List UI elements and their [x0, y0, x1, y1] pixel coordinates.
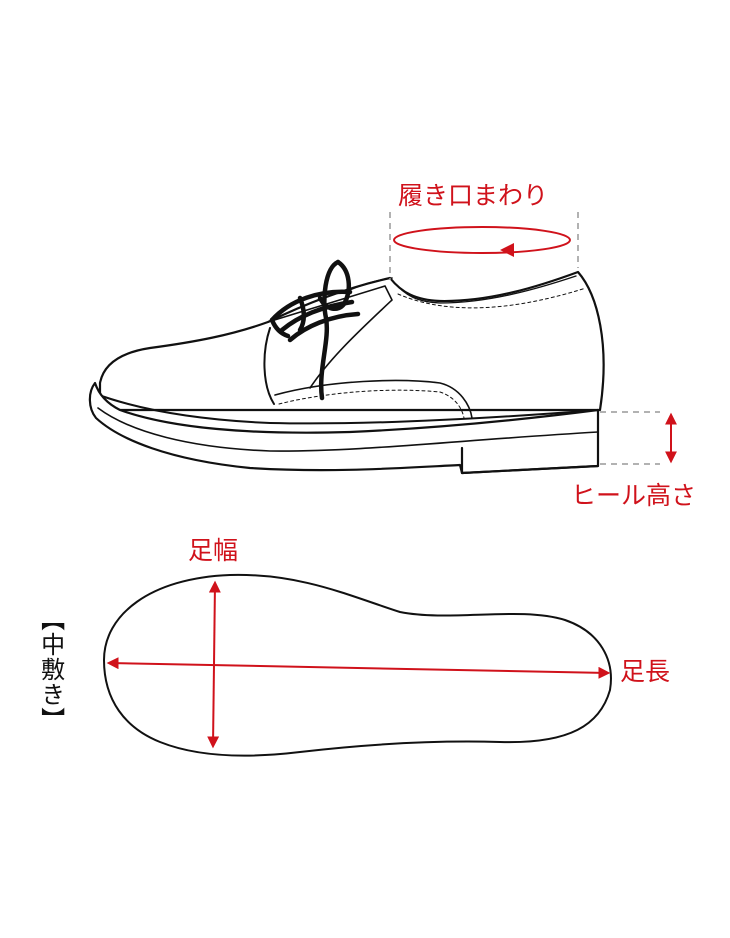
quarter-seam: [274, 379, 473, 419]
collar-inner-line: [392, 275, 577, 304]
laces: [269, 259, 361, 401]
insole: [102, 573, 612, 757]
collar-stitch: [397, 287, 587, 309]
foot-length-arrow: [106, 657, 611, 679]
collar-measure: [389, 212, 579, 280]
foot-length-label: 足長: [620, 657, 671, 686]
shoe-side-view: [88, 259, 605, 475]
welt-line: [95, 393, 599, 425]
heel-height-measure: [600, 411, 677, 465]
heel-height-label: ヒール高さ: [571, 481, 697, 510]
sole-edge: [97, 407, 599, 452]
collar-arrowhead: [500, 243, 514, 257]
eyestay: [267, 285, 393, 389]
collar-ellipse: [393, 226, 571, 254]
sole: [88, 381, 600, 475]
vamp-line: [263, 327, 275, 405]
heel: [460, 446, 600, 475]
foot-width-label: 足幅: [188, 536, 239, 565]
collar-label: 履き口まわり: [398, 181, 549, 210]
insole-label: 【中敷き】: [36, 607, 65, 732]
